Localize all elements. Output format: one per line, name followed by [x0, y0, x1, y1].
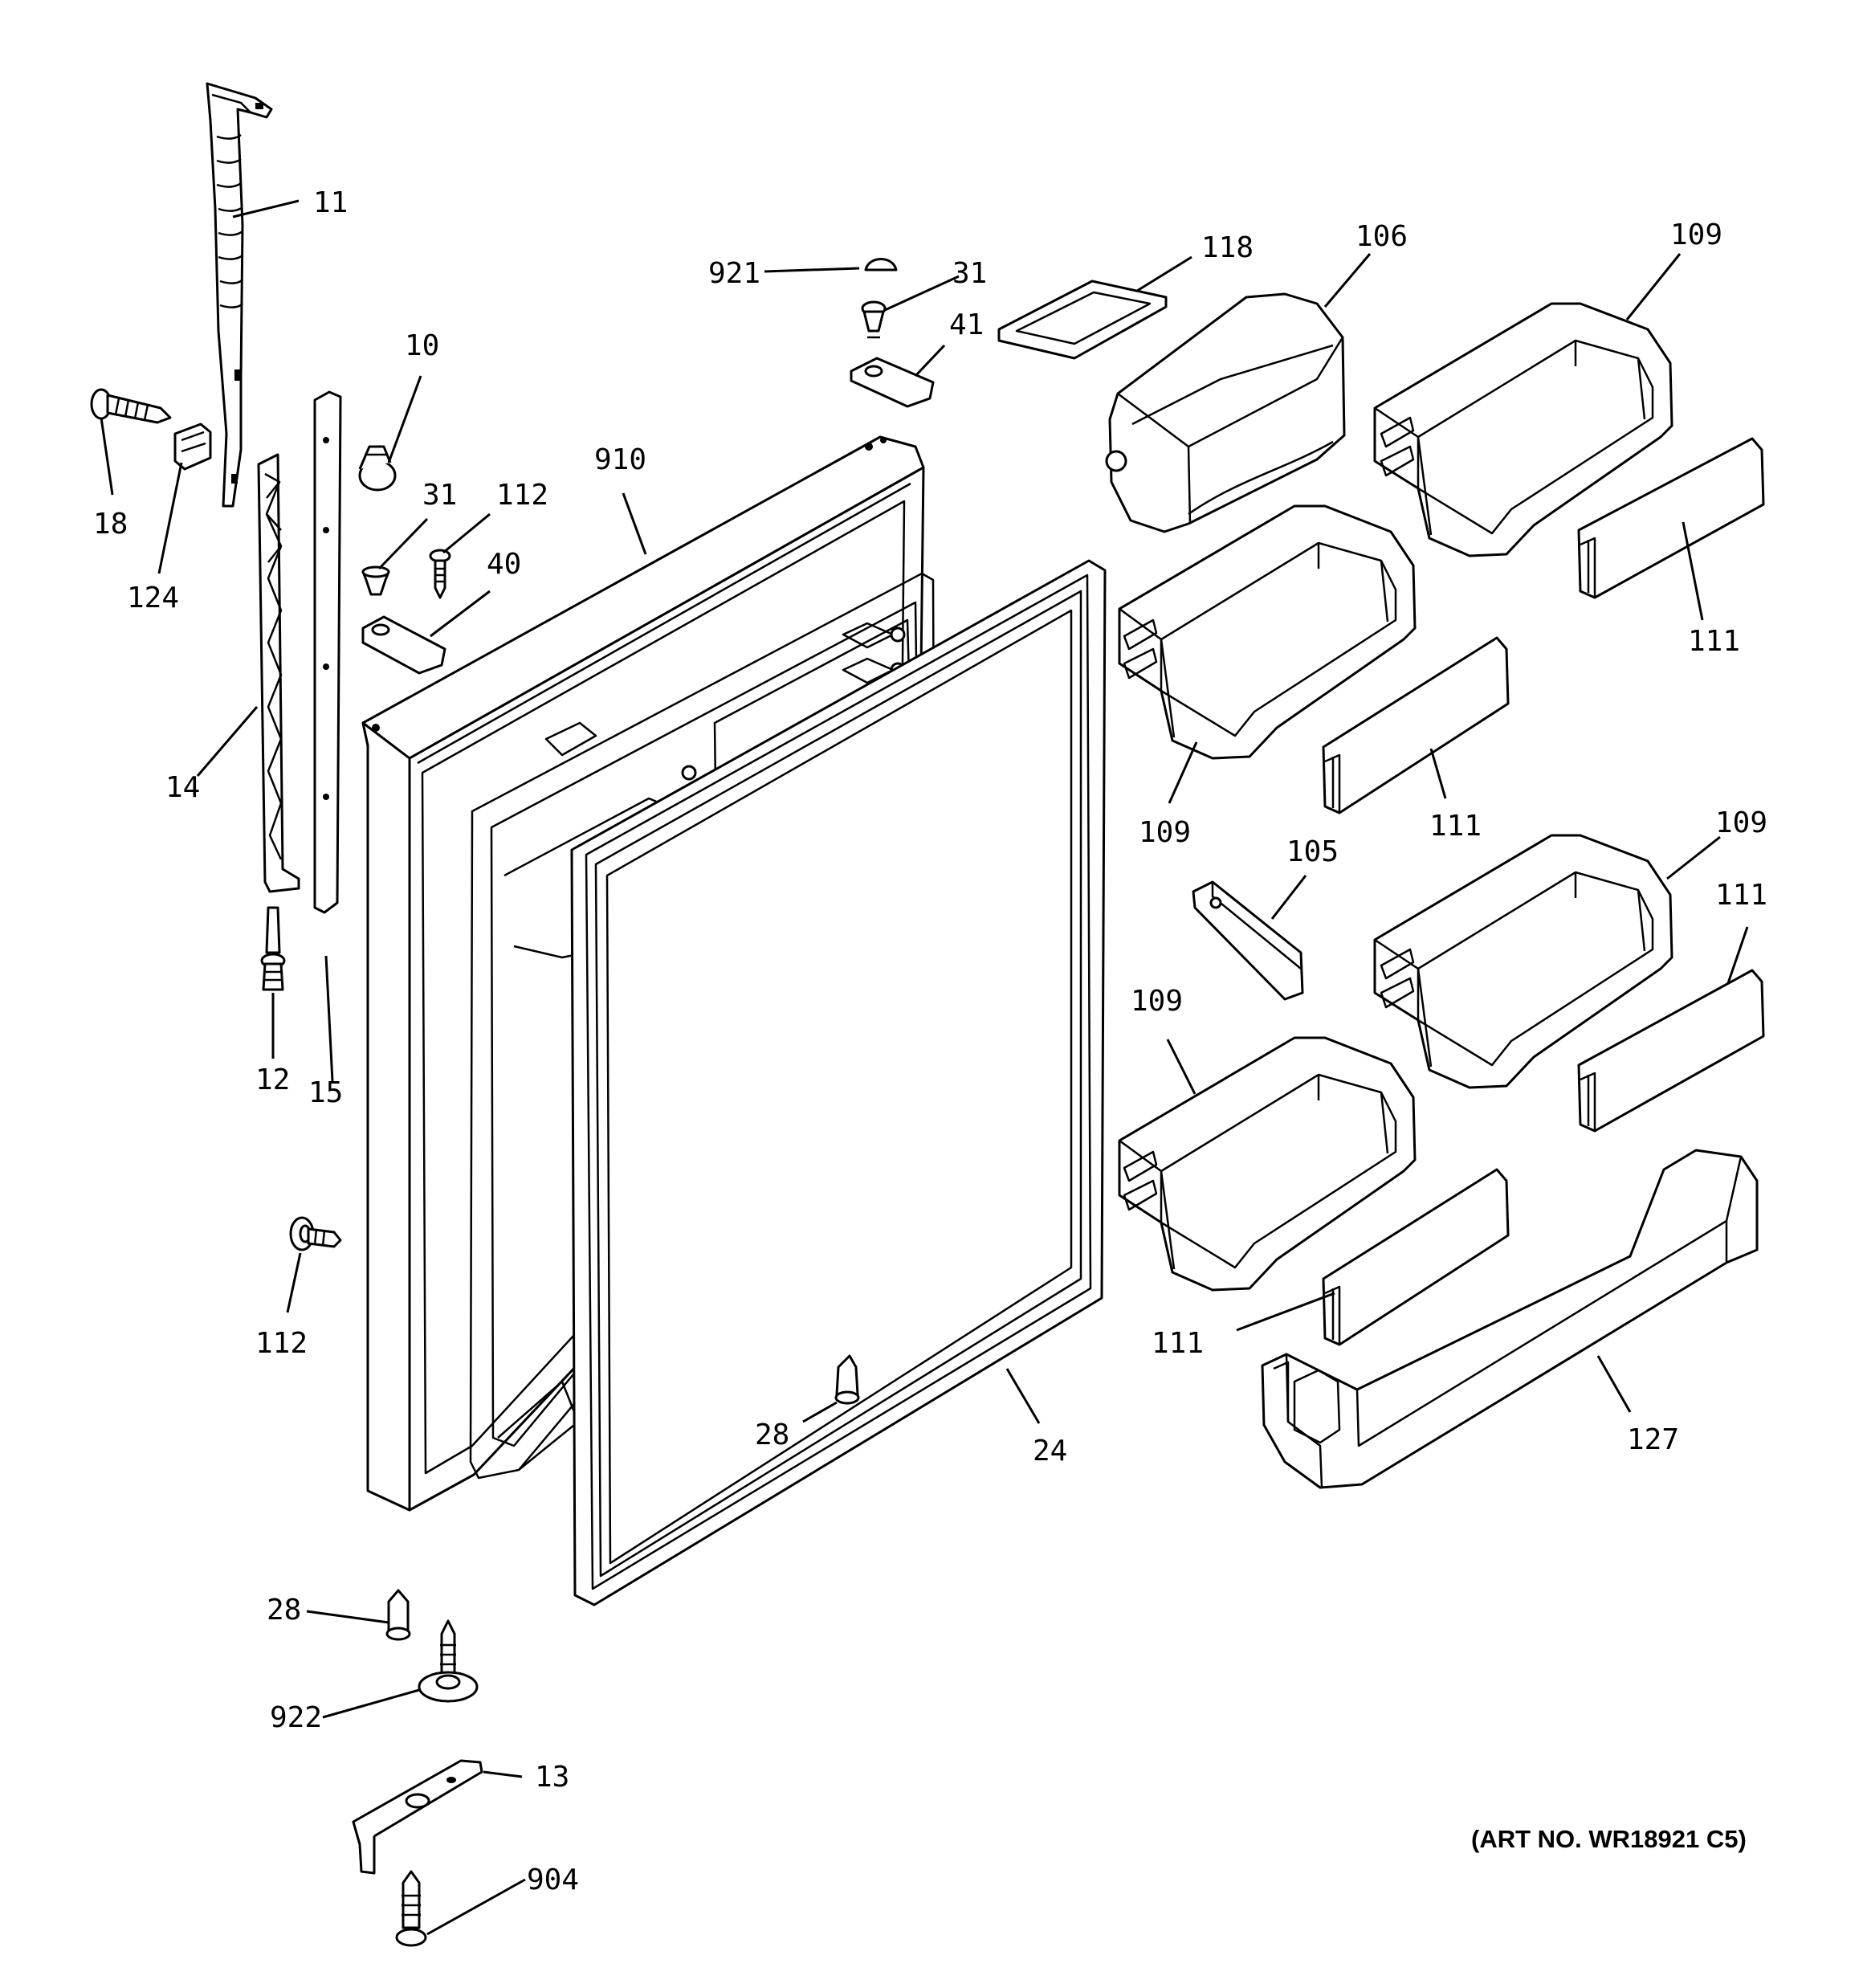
- callout-112-lower: 112: [255, 1327, 308, 1360]
- callout-111-a: 111: [1688, 625, 1740, 658]
- callout-40: 40: [487, 548, 521, 581]
- part-124-clip: [173, 423, 212, 471]
- callout-24: 24: [1033, 1435, 1067, 1468]
- part-127-bottom-bin: [1261, 1149, 1759, 1489]
- callout-14: 14: [165, 771, 200, 804]
- part-15-vertical-strip: [313, 390, 342, 914]
- leader-lines: [100, 199, 1749, 1936]
- callout-921: 921: [708, 257, 760, 290]
- callout-118: 118: [1201, 231, 1254, 264]
- callout-15: 15: [308, 1076, 343, 1109]
- callout-904: 904: [527, 1863, 579, 1896]
- callout-28-center: 28: [755, 1419, 789, 1451]
- part-118-tray: [997, 280, 1168, 360]
- callout-127: 127: [1627, 1423, 1679, 1456]
- callout-13: 13: [535, 1761, 569, 1794]
- part-40-hinge-plate: [361, 615, 446, 675]
- part-111-bin-front-4: [1322, 1168, 1510, 1346]
- callout-111-c: 111: [1715, 879, 1767, 912]
- callout-12: 12: [255, 1063, 290, 1096]
- callout-28-lower: 28: [267, 1594, 301, 1627]
- callout-109-d: 109: [1131, 985, 1183, 1018]
- part-112-screw-lower: [289, 1216, 342, 1251]
- art-number: (ART NO. WR18921 C5): [1471, 1825, 1747, 1853]
- part-28-stop-lower: [385, 1589, 411, 1641]
- part-18-screw: [90, 388, 172, 424]
- part-10-plug: [358, 445, 397, 492]
- part-31-bushing-right: [861, 300, 887, 339]
- part-13-bottom-hinge: [352, 1759, 483, 1875]
- part-105-divider: [1192, 880, 1304, 1001]
- callout-106: 106: [1355, 220, 1408, 253]
- part-111-bin-front-2: [1322, 636, 1510, 814]
- callout-109-b: 109: [1139, 816, 1191, 849]
- callout-labels: 11 18 124 14 15 10 31 112 40 910 921 31 …: [93, 186, 1767, 1896]
- callout-111-b: 111: [1429, 810, 1482, 843]
- part-14-trim-bracket: [257, 453, 300, 893]
- part-922-hinge-pin: [418, 1619, 479, 1703]
- callout-31-left: 31: [422, 479, 457, 512]
- part-921-cap: [864, 258, 898, 271]
- callout-105: 105: [1286, 835, 1339, 868]
- callout-124: 124: [127, 582, 179, 614]
- callout-10: 10: [405, 329, 439, 362]
- part-28-stop-center: [834, 1354, 860, 1405]
- callout-109-c: 109: [1715, 806, 1767, 839]
- part-112-screw-upper: [429, 549, 451, 599]
- callout-18: 18: [93, 508, 128, 541]
- part-904-pin: [395, 1870, 427, 1947]
- callout-922: 922: [270, 1701, 322, 1734]
- callout-112-upper: 112: [496, 479, 548, 512]
- part-106-dairy-cover: [1105, 292, 1346, 533]
- part-111-bin-front-3: [1577, 969, 1765, 1133]
- part-12-stud: [260, 906, 286, 991]
- part-41-plate: [850, 357, 935, 408]
- callout-109-a: 109: [1670, 218, 1722, 251]
- part-109-door-bin-1: [1373, 302, 1673, 557]
- callout-41: 41: [949, 308, 984, 341]
- callout-111-d: 111: [1152, 1327, 1204, 1360]
- part-109-door-bin-2: [1118, 504, 1417, 760]
- part-111-bin-front-1: [1577, 437, 1765, 599]
- callout-31-right: 31: [952, 257, 987, 290]
- part-31-bushing-left: [361, 565, 390, 596]
- part-109-door-bin-3: [1373, 834, 1673, 1089]
- part-11-hinge-strip: [206, 82, 273, 508]
- callout-910: 910: [594, 443, 646, 476]
- part-24-gasket: [570, 559, 1107, 1606]
- part-109-door-bin-4: [1118, 1036, 1417, 1292]
- callout-11: 11: [313, 186, 348, 219]
